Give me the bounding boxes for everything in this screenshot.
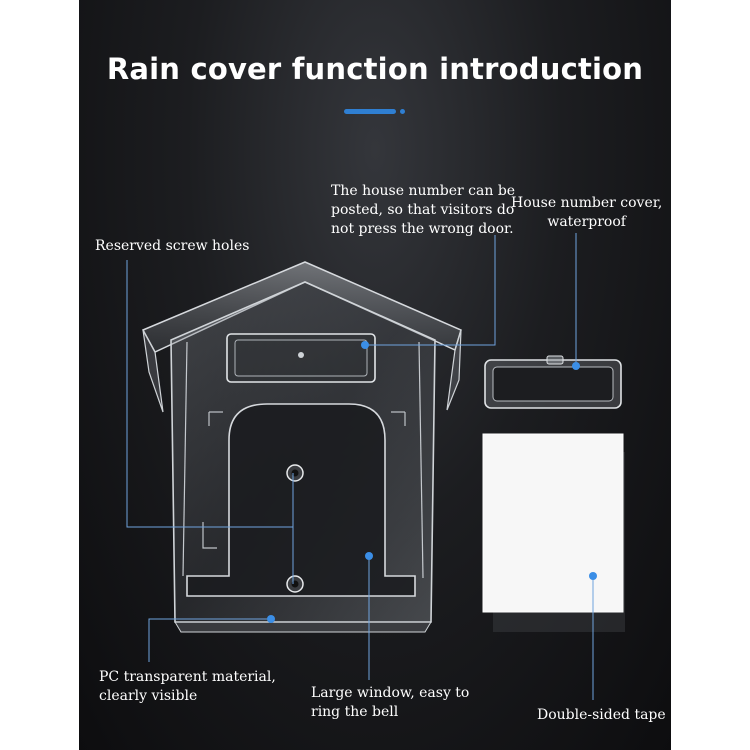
large-window: [186, 403, 416, 597]
callout-line: posted, so that visitors do: [331, 202, 515, 218]
page-title: Rain cover function introduction: [106, 52, 644, 86]
callout-line: clearly visible: [99, 688, 198, 704]
callout-line: The house number can be: [331, 183, 516, 199]
callout-large-window: Large window, easy to ring the bell: [311, 684, 469, 722]
callout-dots: [267, 341, 597, 623]
callout-line: Large window, easy to: [311, 685, 470, 701]
callout-line: ring the bell: [311, 704, 399, 720]
product-illustration: [126, 233, 625, 700]
callout-screw-holes: Reserved screw holes: [95, 238, 250, 254]
title-underline-bar: [344, 109, 396, 114]
house-number-slot: [226, 333, 376, 383]
title-underline-dot: [400, 109, 405, 114]
screw-hole-bottom: [286, 575, 304, 593]
screw-hole-top: [286, 464, 304, 482]
double-sided-tape: [482, 433, 625, 632]
callout-line: PC transparent material,: [99, 669, 276, 685]
rain-cover-roof: [141, 261, 462, 413]
callout-house-number-posted: The house number can be posted, so that …: [331, 182, 515, 239]
callout-pc-material: PC transparent material, clearly visible: [99, 668, 276, 706]
callout-line: House number cover,: [511, 195, 663, 211]
callout-double-sided-tape: Double-sided tape: [537, 707, 666, 723]
callout-line: not press the wrong door.: [331, 221, 514, 237]
callout-line: waterproof: [547, 214, 626, 230]
product-image-panel: Rain cover function introduction: [79, 0, 671, 750]
leader-lines: [126, 233, 594, 700]
callout-house-number-cover: House number cover, waterproof: [511, 194, 662, 232]
house-number-cover: [484, 355, 622, 409]
